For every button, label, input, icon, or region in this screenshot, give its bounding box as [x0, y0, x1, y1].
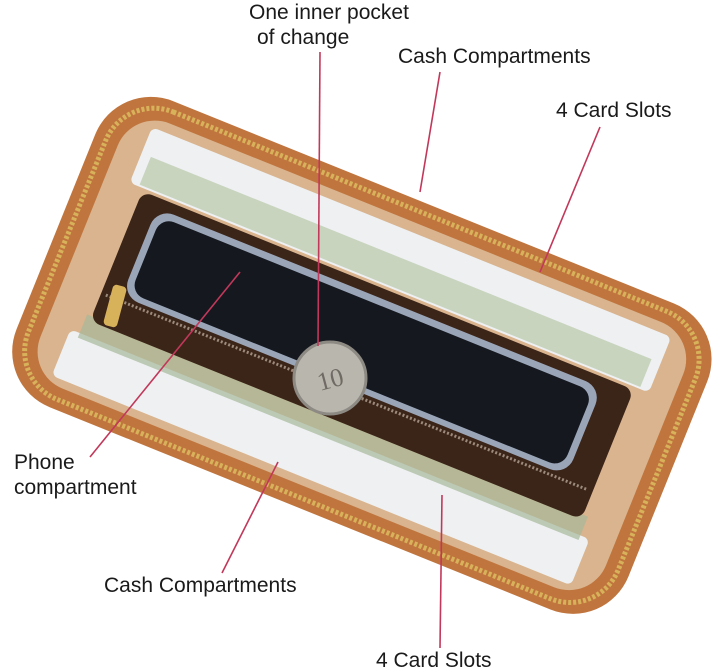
label-card-slots-bottom: 4 Card Slots: [376, 649, 492, 671]
cash-bottom: [77, 314, 588, 540]
label-card-slots-top: 4 Card Slots: [556, 99, 672, 122]
label-inner-pocket-line2: of change: [257, 26, 350, 49]
label-cash-bottom: Cash Compartments: [104, 574, 297, 597]
label-inner-pocket: One inner pocket of change: [249, 0, 409, 50]
label-inner-pocket-line1: One inner pocket: [249, 1, 409, 24]
cash-top: [139, 156, 652, 387]
label-phone-line1: Phone: [14, 451, 75, 474]
zipper-pull: [103, 284, 127, 328]
label-phone-line2: compartment: [14, 476, 137, 499]
coin: [292, 340, 368, 416]
leader-lines: [89, 51, 601, 649]
label-cash-top: Cash Compartments: [398, 45, 591, 68]
card-slot-bottom: [53, 331, 588, 584]
zipper: [22, 105, 702, 606]
label-phone: Phone compartment: [14, 450, 137, 500]
